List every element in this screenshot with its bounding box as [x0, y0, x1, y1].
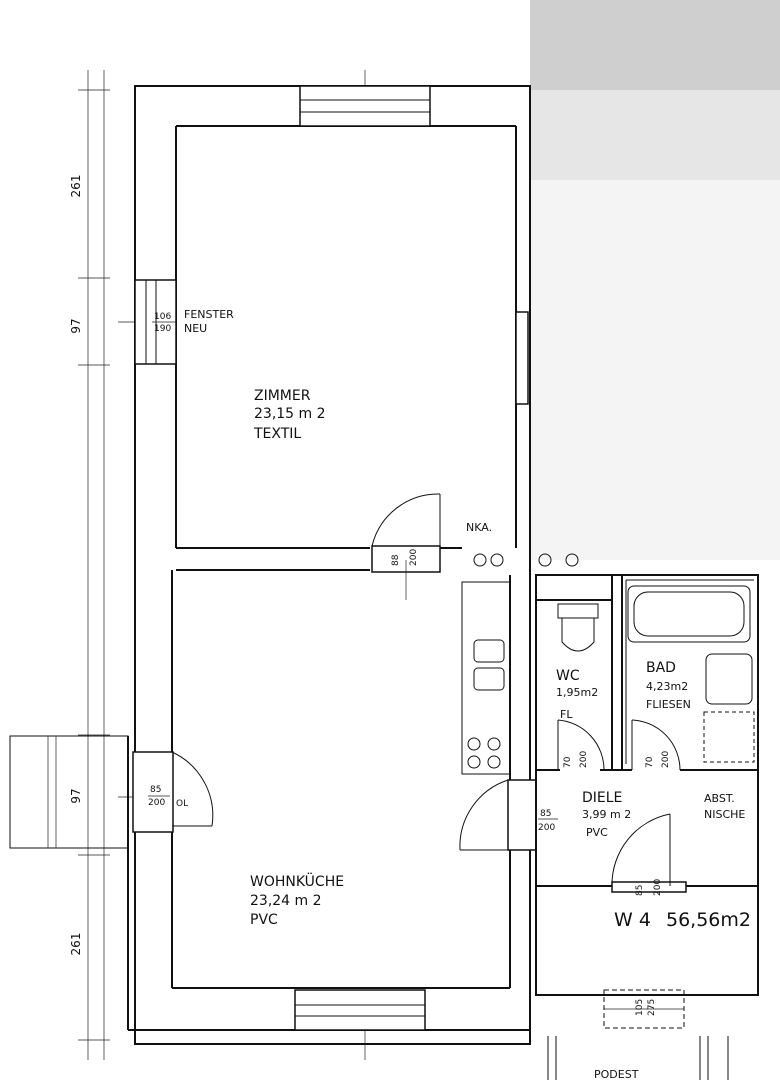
door-kitchen-width: 85	[540, 809, 551, 819]
nka-circles	[473, 553, 579, 567]
door-bad-width: 70	[645, 756, 655, 768]
stair	[547, 989, 729, 1080]
stair-width: 105	[635, 999, 645, 1016]
room-wc-floor: FL	[560, 708, 573, 721]
room-zimmer-name: ZIMMER	[254, 388, 311, 404]
ol-label: OL	[176, 799, 188, 809]
room-wohnkueche-name: WOHNKÜCHE	[250, 872, 344, 890]
room-diele-area: 3,99 m 2	[582, 808, 631, 821]
balcony-door-width: 85	[150, 785, 161, 795]
neu-label: NEU	[184, 322, 207, 335]
room-wc-area: 1,95m2	[556, 686, 598, 699]
door-wc-height: 200	[579, 751, 589, 768]
dim-left-mid: 97	[69, 318, 83, 333]
room-diele-floor: PVC	[586, 826, 608, 839]
nka-label: NKA.	[466, 521, 492, 534]
room-nische-name2: NISCHE	[704, 808, 745, 821]
dim-left-top: 261	[69, 175, 83, 198]
balcony-door-height: 200	[148, 798, 165, 808]
room-wohnkueche-floor: PVC	[250, 912, 278, 928]
window-top	[299, 85, 431, 127]
fenster-width: 106	[154, 312, 171, 322]
dimension-lines	[78, 70, 366, 1060]
door-kitchen	[459, 779, 537, 851]
washbasin	[703, 653, 755, 763]
room-podest-name: PODEST	[594, 1068, 639, 1080]
window-right	[515, 311, 529, 405]
door-zimmer-width: 88	[391, 554, 401, 566]
unit-label: W 4	[614, 909, 651, 931]
room-bad-area: 4,23m2	[646, 680, 688, 693]
door-bad-height: 200	[661, 751, 671, 768]
door-entry-height: 200	[653, 879, 663, 896]
door-bad	[631, 719, 681, 771]
room-bad-name: BAD	[646, 660, 676, 676]
outer-walls	[127, 85, 531, 1045]
door-wc-width: 70	[563, 756, 573, 768]
door-kitchen-height: 200	[538, 823, 555, 833]
toilet	[557, 603, 599, 652]
door-zimmer	[371, 493, 441, 600]
room-zimmer-floor: TEXTIL	[253, 426, 301, 442]
door-entry	[611, 813, 687, 893]
fenster-label: FENSTER	[184, 308, 234, 321]
door-zimmer-height: 200	[409, 549, 419, 566]
fenster-height: 190	[154, 324, 171, 334]
room-zimmer-area: 23,15 m 2	[254, 406, 326, 422]
room-wc-name: WC	[556, 668, 580, 684]
room-bad-floor: FLIESEN	[646, 698, 691, 711]
room-nische-name: ABST.	[704, 792, 735, 805]
stair-height: 275	[647, 999, 657, 1016]
window-bottom	[294, 989, 426, 1031]
dim-left-bottom-97: 97	[69, 788, 83, 803]
balcony-door	[132, 751, 214, 833]
unit-area: 56,56m2	[666, 909, 751, 931]
scan-noise-area	[530, 0, 780, 560]
bathtub	[627, 585, 751, 643]
kitchen-counter	[461, 581, 511, 775]
dim-left-bottom: 261	[69, 933, 83, 956]
bathroom-walls	[535, 574, 759, 996]
door-wc	[557, 719, 605, 771]
room-diele-name: DIELE	[582, 790, 622, 806]
door-entry-width: 85	[635, 885, 645, 896]
room-wohnkueche-area: 23,24 m 2	[250, 893, 322, 909]
